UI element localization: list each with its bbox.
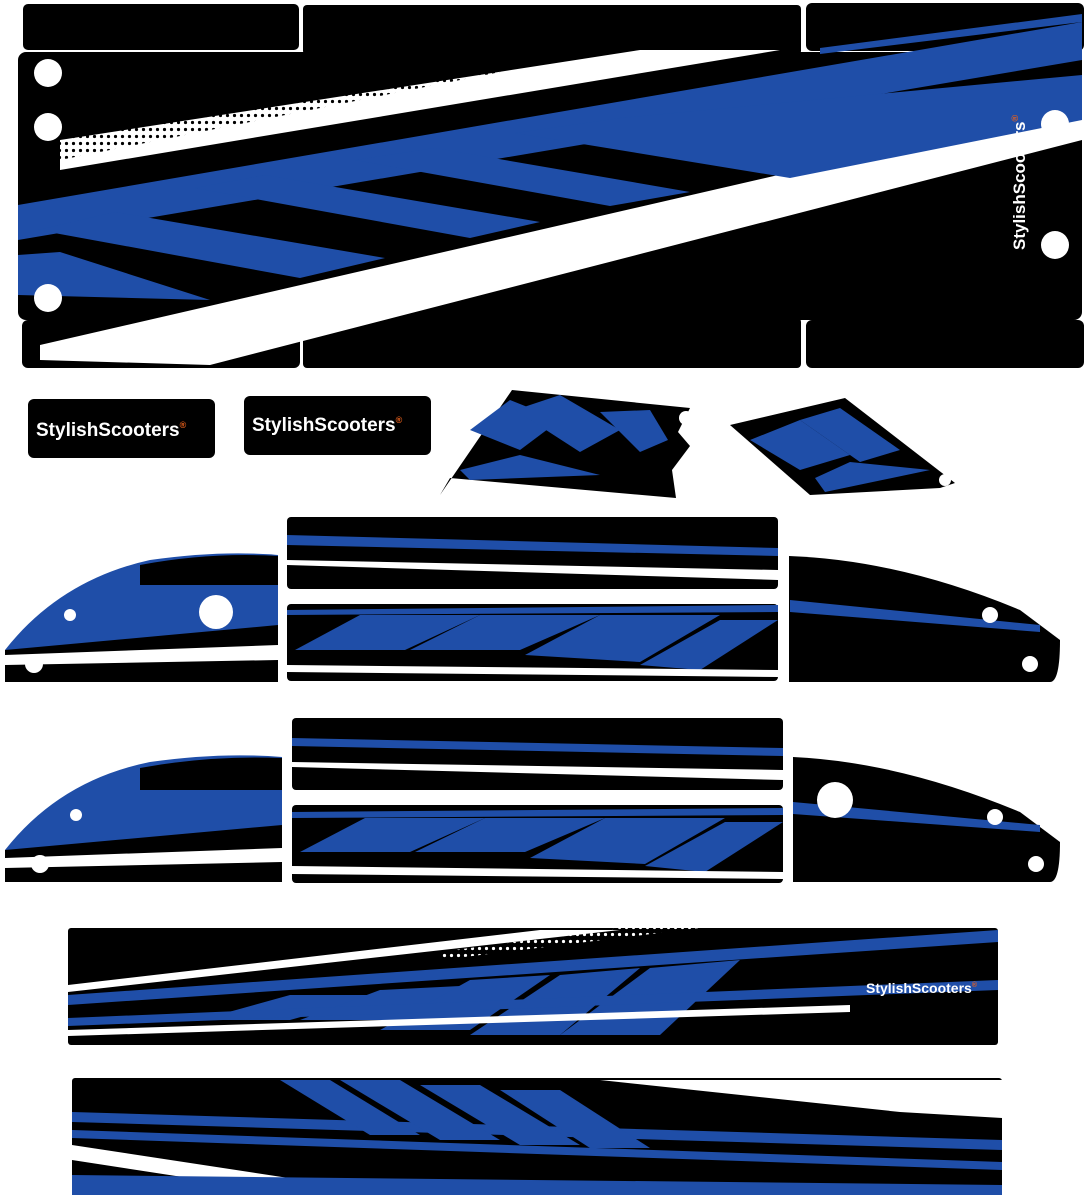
logo-sticker-2: StylishScooters® <box>244 396 431 455</box>
deck-blue-block-5 <box>18 252 210 300</box>
deck-tab-bottom-mid <box>303 318 801 368</box>
deck-logo: StylishScooters® <box>1010 115 1029 251</box>
deck-tab-top-left <box>21 2 301 52</box>
deck-hole-left-3 <box>34 284 62 312</box>
svg-text:StylishScooters®: StylishScooters® <box>252 415 403 436</box>
deck-halftone <box>60 60 560 160</box>
deck-tab-top-mid <box>303 5 801 55</box>
side1-left-hole-big <box>199 595 233 629</box>
deck-blue-block-2 <box>195 175 540 238</box>
side2-right-hole-big <box>817 782 853 818</box>
deck-tab-bottom-right <box>806 320 1084 368</box>
deck-blue-upper-stripe <box>820 14 1082 54</box>
side-set-1 <box>5 517 1060 682</box>
long-strip-2 <box>72 1078 1002 1195</box>
svg-text:StylishScooters®: StylishScooters® <box>1010 115 1029 251</box>
deck-hole-left-1 <box>34 59 62 87</box>
deck-hole-left-2 <box>34 113 62 141</box>
side1-left-hole-small <box>25 655 43 673</box>
side-set-2 <box>5 718 1060 883</box>
long-strip-1: StylishScooters® <box>68 928 998 1045</box>
deck-decal: StylishScooters® <box>18 2 1084 368</box>
svg-text:StylishScooters®: StylishScooters® <box>36 420 187 441</box>
deck-blue-block-4 <box>515 75 1082 178</box>
deck-blue-block-3 <box>355 148 690 206</box>
side2-left-hole-small <box>31 855 49 873</box>
fender-piece-left <box>440 390 693 498</box>
deck-hole-right-1 <box>1041 110 1069 138</box>
logo-sticker-1: StylishScooters® <box>28 399 215 458</box>
svg-text:StylishScooters®: StylishScooters® <box>866 980 978 996</box>
strip1-logo: StylishScooters® <box>866 980 978 996</box>
deck-hole-right-2 <box>1041 231 1069 259</box>
deck-blue-block-1 <box>38 212 385 278</box>
deck-white-wedge <box>60 50 780 170</box>
fender-piece-right <box>730 398 955 495</box>
